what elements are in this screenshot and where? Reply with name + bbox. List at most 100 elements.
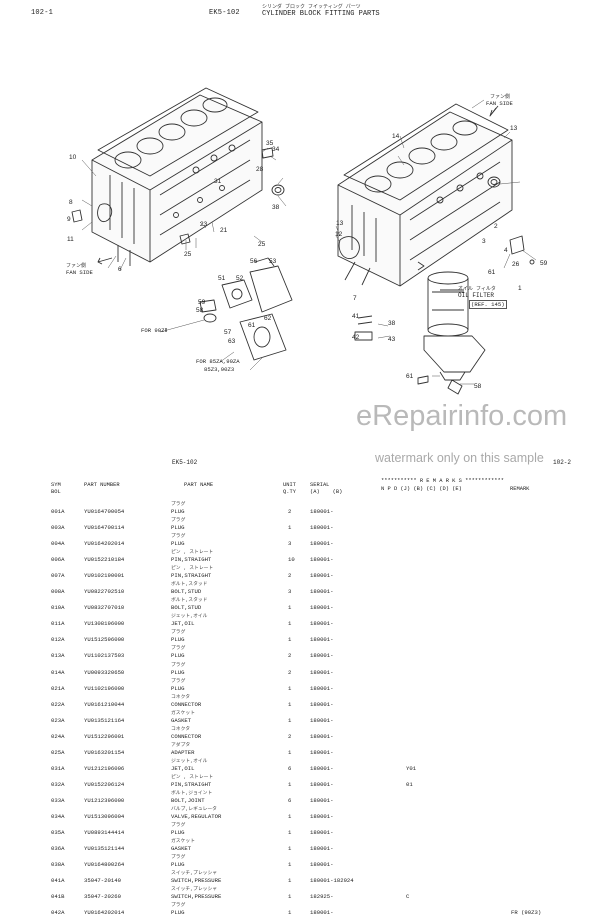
cell-name: PLUG — [171, 829, 185, 836]
callout-14: 14 — [392, 133, 400, 140]
cell-qty: 2 — [288, 652, 292, 660]
section-code: EK5-102 — [209, 9, 240, 17]
cell-serial: 180001- — [310, 829, 334, 836]
cell-part: YU9102190001 — [84, 572, 125, 580]
cell-name: PLUG — [171, 524, 185, 532]
cell-serial: 180001- — [310, 780, 334, 788]
cell-serial: 180001-182924 — [310, 877, 354, 885]
cell-serial: 180001- — [310, 732, 334, 740]
cell-part: YU0135121164 — [84, 716, 125, 724]
cell-serial: 180001- — [310, 636, 334, 644]
cell-qty: 1 — [288, 604, 292, 612]
cell-part: YU1102137503 — [84, 652, 125, 660]
cover-parts — [199, 257, 293, 361]
cell-part: YU0822702510 — [84, 588, 125, 596]
cell-part: 35047-20140 — [84, 877, 121, 885]
callout-10: 10 — [69, 154, 77, 161]
cell-name: BOLT,STUD — [171, 588, 202, 596]
cell-name: SWITCH,PRESSURE — [171, 893, 222, 901]
for-90zii-label: FOR 90ZⅡ — [141, 327, 168, 334]
cell-name: JET,OIL — [171, 764, 195, 772]
cell-part: YU1212396000 — [84, 796, 125, 804]
cell-kana: ピン , ストレート — [171, 774, 214, 780]
cell-name: BOLT,STUD — [171, 604, 202, 612]
cell-sym: 033A — [51, 796, 65, 804]
exploded-parts-diagram: 14 13 35 34 28 31 38 10 8 9 11 6 25 21 2… — [67, 87, 548, 395]
col-header-part-number: PART NUMBER — [84, 482, 120, 488]
cell-name: VALVE,REGULATOR — [171, 812, 222, 820]
cell-serial: 180001- — [310, 748, 334, 756]
callout-24: 25 — [184, 251, 192, 258]
cell-part: YU0152206124 — [84, 780, 125, 788]
cell-kana: バルブ,レギュレータ — [171, 806, 217, 812]
cell-sym: 041B — [51, 893, 65, 901]
cell-kana: プラグ — [171, 903, 186, 909]
callout-43: 61 — [488, 269, 496, 276]
callout-33: 42 — [352, 334, 360, 341]
cell-part: YU1512296001 — [84, 732, 125, 740]
cell-part: YU1102196000 — [84, 684, 125, 692]
col-header-part-name: PART NAME — [184, 482, 214, 488]
cell-kana: プラグ — [171, 630, 186, 636]
callout-59: 59 — [198, 299, 206, 306]
callout-27: 28 — [256, 166, 264, 173]
callout-57: 57 — [224, 329, 232, 336]
cell-sym: 032A — [51, 780, 65, 788]
callout-43b: 61 — [406, 373, 414, 380]
col-header-remark: REMARK — [510, 486, 530, 492]
callout-42: 59 — [540, 260, 548, 267]
fan-side-jp-right: ファン側 — [490, 94, 511, 100]
cell-serial: 180001- — [310, 620, 334, 628]
cell-sym: 014A — [51, 668, 65, 676]
cell-serial: 180001- — [310, 588, 334, 596]
callout-24b: 25 — [258, 241, 266, 248]
page-number: 102-1 — [31, 9, 54, 17]
cell-name: JET,OIL — [171, 620, 195, 628]
callout-4: 4 — [504, 247, 508, 254]
cell-part: 35047-20260 — [84, 893, 121, 901]
cell-serial: 180001- — [310, 556, 334, 564]
cell-kana: ジェット,オイル — [171, 758, 208, 764]
callout-12: 12 — [335, 231, 343, 238]
table-section-code: EK5-102 — [172, 459, 198, 466]
fan-side-right-label: FAN SIDE — [486, 100, 513, 107]
cell-serial: 182925- — [310, 893, 334, 901]
col-header-serial: SERIAL (A) (B) — [310, 482, 343, 495]
cell-kana: ピン , ストレート — [171, 550, 214, 556]
callout-51: 51 — [218, 275, 226, 282]
cell-sym: 010A — [51, 604, 65, 612]
cell-qty: 1 — [288, 748, 292, 756]
cell-kana: ガスケット — [171, 710, 195, 716]
cell-serial: 180001- — [310, 508, 334, 515]
callout-1: 1 — [518, 285, 522, 292]
cell-sym: 001A — [51, 508, 65, 515]
cell-kana: プラグ — [171, 502, 186, 507]
cell-part: YU0135121144 — [84, 845, 125, 853]
cell-name: PLUG — [171, 909, 185, 917]
cell-kana: コネクタ — [171, 694, 190, 700]
callout-34: 43 — [388, 336, 396, 343]
cell-kana: スイッチ,プレッシャ — [171, 887, 218, 893]
cell-kana: アダプタ — [171, 742, 191, 748]
cell-part: YU0893144414 — [84, 829, 125, 836]
cell-qty: 1 — [288, 620, 292, 628]
callout-22: 21 — [220, 227, 228, 234]
cell-name: PLUG — [171, 861, 185, 869]
oil-filter-label: OIL FILTER — [458, 292, 495, 299]
cell-name: PLUG — [171, 668, 185, 676]
cell-sym: 012A — [51, 636, 65, 644]
fan-side-jp-left: ファン側 — [66, 263, 87, 269]
cell-qty: 3 — [288, 588, 292, 596]
cell-kana: ボルト,スタッド — [171, 582, 208, 588]
cell-sym: 013A — [51, 652, 65, 660]
callout-2: 2 — [494, 223, 498, 230]
